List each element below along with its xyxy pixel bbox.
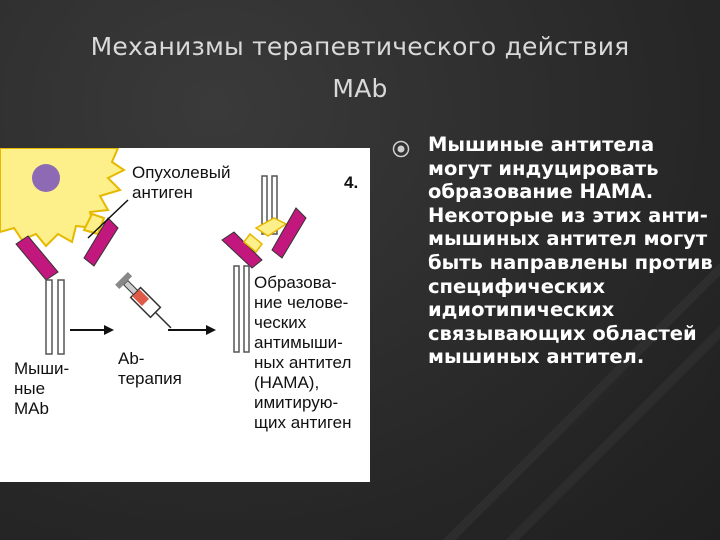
hama-caption-4: антимыши- xyxy=(254,333,343,352)
cell-nucleus xyxy=(32,164,60,192)
mechanism-figure: Опухолевый антиген 4. Мыши- ные MAb Ab- … xyxy=(0,148,370,482)
hama-caption-3: ческих xyxy=(254,313,307,332)
title-line-2: MAb xyxy=(332,74,388,103)
title-line-1: Механизмы терапевтического действия xyxy=(90,32,630,61)
hama-caption-6: (HAMA), xyxy=(254,373,319,392)
arrow-right-2 xyxy=(168,325,216,335)
mouse-mab-label-1: Мыши- xyxy=(14,359,69,378)
hama-caption-7: имитирую- xyxy=(254,393,338,412)
figure-illustration: Опухолевый антиген 4. Мыши- ные MAb Ab- … xyxy=(0,148,358,432)
panel-number: 4. xyxy=(344,173,358,192)
hama-caption-2: ние челове- xyxy=(254,293,348,312)
mouse-mab-label-2: ные xyxy=(14,379,45,398)
ab-therapy-label-1: Ab- xyxy=(118,349,144,368)
mouse-mab-label-3: MAb xyxy=(14,399,49,418)
mouse-antibody xyxy=(15,217,119,355)
hama-caption-1: Образова- xyxy=(254,273,337,292)
ab-therapy-label-2: терапия xyxy=(118,369,182,388)
hama-caption-8: щих антиген xyxy=(254,413,352,432)
antigen-pointer xyxy=(87,199,129,239)
tumor-antigen-label-1: Опухолевый xyxy=(132,163,230,182)
hama-caption-5: ных антител xyxy=(254,353,351,372)
syringe-icon xyxy=(115,272,172,329)
tumor-antigen-label-2: антиген xyxy=(132,183,193,202)
bullet-icon xyxy=(392,140,410,158)
slide-title: Механизмы терапевтического действия MAb xyxy=(0,26,720,110)
arrow-right-1 xyxy=(70,325,114,335)
bullet-text: Мышиные антитела могут индуцировать обра… xyxy=(428,133,713,369)
hama-complex xyxy=(221,175,307,353)
